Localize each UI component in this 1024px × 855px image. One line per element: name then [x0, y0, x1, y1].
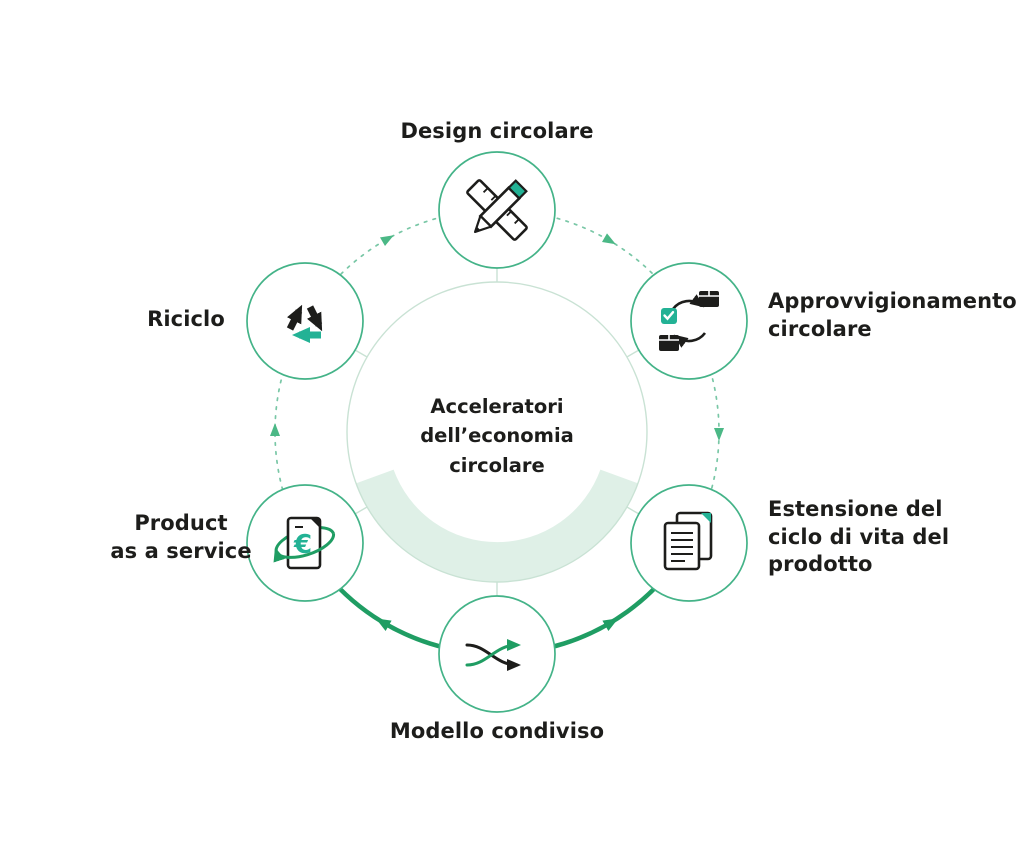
label-line: Product	[134, 511, 228, 535]
center-title-line: dell’economia	[420, 424, 574, 448]
receipt-euro-icon: €	[273, 516, 336, 570]
label-estensione-ciclo-vita: Estensione del ciclo di vita del prodott…	[768, 496, 998, 579]
documents-icon	[663, 511, 713, 571]
label-line: as a service	[110, 538, 252, 563]
center-title: Acceleratori dell’economia circolare	[397, 392, 597, 480]
boxes-cycle-icon	[659, 291, 719, 351]
center-title-line: circolare	[449, 453, 545, 477]
label-line: Estensione del	[768, 497, 943, 521]
node-recycle-circle	[246, 262, 364, 380]
label-line: ciclo di vita del	[768, 524, 950, 549]
shuffle-arrows-icon	[465, 639, 521, 671]
box-top-icon	[699, 291, 719, 307]
node-sourcing-circle	[630, 262, 748, 380]
label-line: Approvvigionamento	[768, 289, 1017, 313]
label-modello-condiviso: Modello condiviso	[297, 718, 697, 746]
flow-arrow-icons	[270, 233, 724, 441]
node-shared-circle	[438, 595, 556, 713]
label-line: Riciclo	[147, 307, 225, 331]
label-riciclo: Riciclo	[86, 306, 286, 334]
check-icon	[661, 308, 677, 324]
box-bottom-icon	[659, 335, 679, 351]
label-approvvigionamento: Approvvigionamento circolare	[768, 288, 1018, 343]
euro-symbol: €	[293, 530, 312, 560]
label-design-circolare: Design circolare	[297, 118, 697, 146]
label-line: circolare	[768, 316, 872, 341]
label-line: prodotto	[768, 552, 873, 577]
ruler-pencil-icon	[466, 179, 528, 241]
center-title-line: Acceleratori	[430, 395, 564, 418]
spokes	[354, 268, 640, 596]
label-line: Design circolare	[400, 119, 594, 143]
recycle-arrows-icon	[286, 304, 323, 343]
highlight-band	[356, 469, 638, 583]
label-product-as-a-service: Product as a service	[81, 510, 281, 565]
label-line: Modello condiviso	[389, 719, 605, 743]
solid-arc-arrow-icons	[375, 618, 619, 631]
